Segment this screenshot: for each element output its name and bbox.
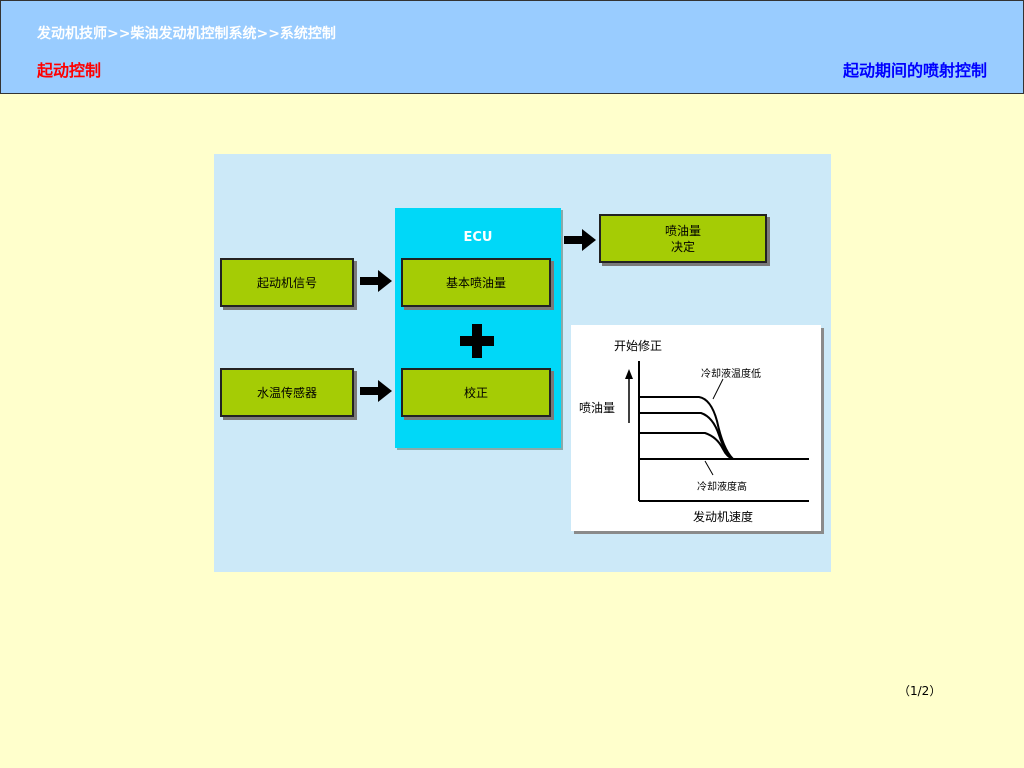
plus-icon [460, 324, 494, 358]
coolant-sensor-label: 水温传感器 [256, 385, 317, 400]
correction-box: 校正 [401, 368, 551, 417]
section-title: 起动控制 [37, 61, 102, 80]
graph-x-label: 发动机速度 [693, 510, 754, 524]
base-injection-label: 基本喷油量 [445, 275, 506, 290]
low-temp-label: 冷却液温度低 [701, 369, 761, 380]
correction-graph: 开始修正 冷却液温度低 喷油量 冷却液度高 发动机速度 [571, 325, 821, 531]
base-injection-box: 基本喷油量 [401, 258, 551, 307]
starter-signal-label: 起动机信号 [256, 275, 317, 290]
arrow-ecu-to-output-icon [564, 229, 596, 251]
injection-decision-line2: 决定 [670, 239, 695, 254]
page-number: （1/2） [898, 684, 942, 698]
injection-decision-line1: 喷油量 [664, 223, 701, 238]
arrow-sensor-to-correction-icon [360, 380, 392, 402]
ecu-label: ECU [463, 230, 493, 245]
starter-signal-box: 起动机信号 [220, 258, 354, 307]
diagram-panel: ECU 起动机信号 水温传感器 基本喷油量 校正 喷油量 决定 开始修正 冷却液… [214, 154, 831, 572]
header-bar: 发动机技师>>柴油发动机控制系统>>系统控制 起动控制 起动期间的喷射控制 [0, 0, 1024, 94]
coolant-sensor-box: 水温传感器 [220, 368, 354, 417]
graph-title: 开始修正 [614, 339, 663, 353]
correction-label: 校正 [463, 385, 488, 400]
page-title: 起动期间的喷射控制 [842, 61, 987, 80]
graph-plot [625, 361, 809, 502]
graph-y-label: 喷油量 [579, 401, 616, 415]
high-temp-label: 冷却液度高 [697, 482, 747, 493]
arrow-starter-to-base-icon [360, 270, 392, 292]
injection-decision-box: 喷油量 决定 [599, 214, 767, 263]
breadcrumb: 发动机技师>>柴油发动机控制系统>>系统控制 [37, 26, 336, 42]
